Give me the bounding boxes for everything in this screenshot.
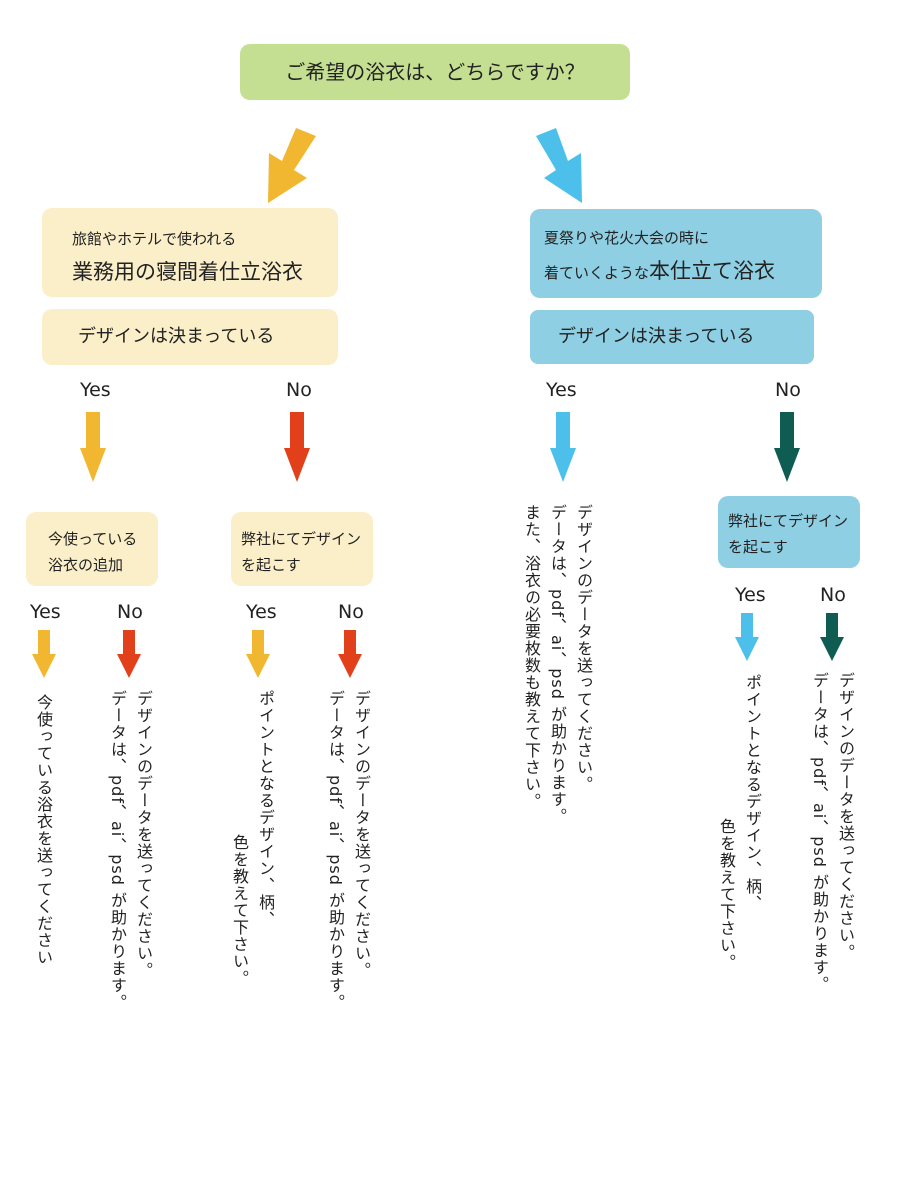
right-yes-text-line3: また、浴衣の必要枚数も教えて下さい。 (522, 504, 541, 810)
left-nn-text: デザインのデータを送ってください。 データは、pdf、ai、psd が助かります… (322, 690, 374, 1011)
arrow-right-yes (550, 412, 576, 482)
left-yes-label: Yes (80, 379, 111, 401)
left-yn-text-line2: データは、pdf、ai、psd が助かります。 (108, 690, 127, 1011)
left-yy-text: 今使っている浴衣を送ってください (30, 694, 56, 966)
arrow-yn (117, 630, 141, 678)
left-card: 旅館やホテルで使われる 業務用の寝間着仕立浴衣 (42, 208, 338, 297)
right-nn-text-line2: データは、pdf、ai、psd が助かります。 (810, 672, 829, 993)
left-ny-text-line2: 色を教えて下さい。 (230, 834, 249, 987)
right-card-line2-a: 着ていくような (544, 264, 650, 282)
big-arrow-left (268, 128, 316, 203)
arrow-right-no (774, 412, 800, 482)
right-yes-text-line2: データは、pdf、ai、psd が助かります。 (548, 504, 567, 825)
right-no-label: No (775, 379, 801, 401)
left-ny-label: Yes (246, 601, 277, 623)
right-ny-label: Yes (735, 584, 766, 606)
left-yes-box-line1: 今使っている (48, 530, 138, 548)
right-card: 夏祭りや花火大会の時に 着ていくような本仕立て浴衣 (530, 209, 822, 298)
right-design-question: デザインは決まっている (530, 310, 814, 364)
arrow-left-yes (80, 412, 106, 482)
arrow-nn (338, 630, 362, 678)
right-ny-text: ポイントとなるデザイン、柄、 色を教えて下さい。 (713, 674, 765, 971)
big-arrow-right (536, 128, 582, 203)
right-no-box-line1: 弊社にてデザイン (728, 512, 849, 530)
left-yes-box: 今使っている 浴衣の追加 (26, 512, 158, 586)
right-no-box: 弊社にてデザイン を起こす (718, 496, 860, 568)
left-no-label: No (286, 379, 312, 401)
arrow-yy (32, 630, 56, 678)
left-nn-text-line2: データは、pdf、ai、psd が助かります。 (326, 690, 345, 1011)
right-card-line1: 夏祭りや花火大会の時に (544, 229, 710, 247)
right-nn-label: No (820, 584, 846, 606)
left-no-box: 弊社にてデザイン を起こす (231, 512, 373, 586)
top-question: ご希望の浴衣は、どちらですか？ (240, 44, 630, 100)
right-card-line2-b: 本仕立て浴衣 (649, 259, 776, 283)
left-yy-text-line1: 今使っている浴衣を送ってください (34, 694, 53, 966)
right-yes-text-line1: デザインのデータを送ってください。 (574, 504, 593, 793)
arrow-rnn (820, 613, 844, 661)
right-yes-text: デザインのデータを送ってください。 データは、pdf、ai、psd が助かります… (518, 504, 596, 825)
right-nn-text-line1: デザインのデータを送ってください。 (836, 672, 855, 961)
arrow-ny (246, 630, 270, 678)
left-nn-label: No (338, 601, 364, 623)
left-yn-text: デザインのデータを送ってください。 データは、pdf、ai、psd が助かります… (104, 690, 156, 1011)
right-no-box-line2: を起こす (728, 538, 788, 556)
left-yy-label: Yes (30, 601, 61, 623)
right-ny-text-line2: 色を教えて下さい。 (717, 818, 736, 971)
left-card-line2: 業務用の寝間着仕立浴衣 (72, 260, 303, 284)
right-ny-text-line1: ポイントとなるデザイン、柄、 (743, 674, 762, 912)
left-ny-text-line1: ポイントとなるデザイン、柄、 (256, 690, 275, 928)
left-no-box-line1: 弊社にてデザイン (241, 530, 362, 548)
left-yes-box-line2: 浴衣の追加 (48, 556, 124, 574)
left-card-line1: 旅館やホテルで使われる (72, 230, 237, 248)
left-yn-text-line1: デザインのデータを送ってください。 (134, 690, 153, 979)
left-yn-label: No (117, 601, 143, 623)
right-card-line2: 着ていくような本仕立て浴衣 (544, 255, 775, 285)
arrow-rny (735, 613, 759, 661)
left-no-box-line2: を起こす (241, 556, 301, 574)
right-nn-text: デザインのデータを送ってください。 データは、pdf、ai、psd が助かります… (806, 672, 858, 993)
right-yes-label: Yes (546, 379, 577, 401)
left-design-question: デザインは決まっている (42, 309, 338, 365)
left-nn-text-line1: デザインのデータを送ってください。 (352, 690, 371, 979)
left-ny-text: ポイントとなるデザイン、柄、 色を教えて下さい。 (226, 690, 278, 987)
arrow-left-no (284, 412, 310, 482)
